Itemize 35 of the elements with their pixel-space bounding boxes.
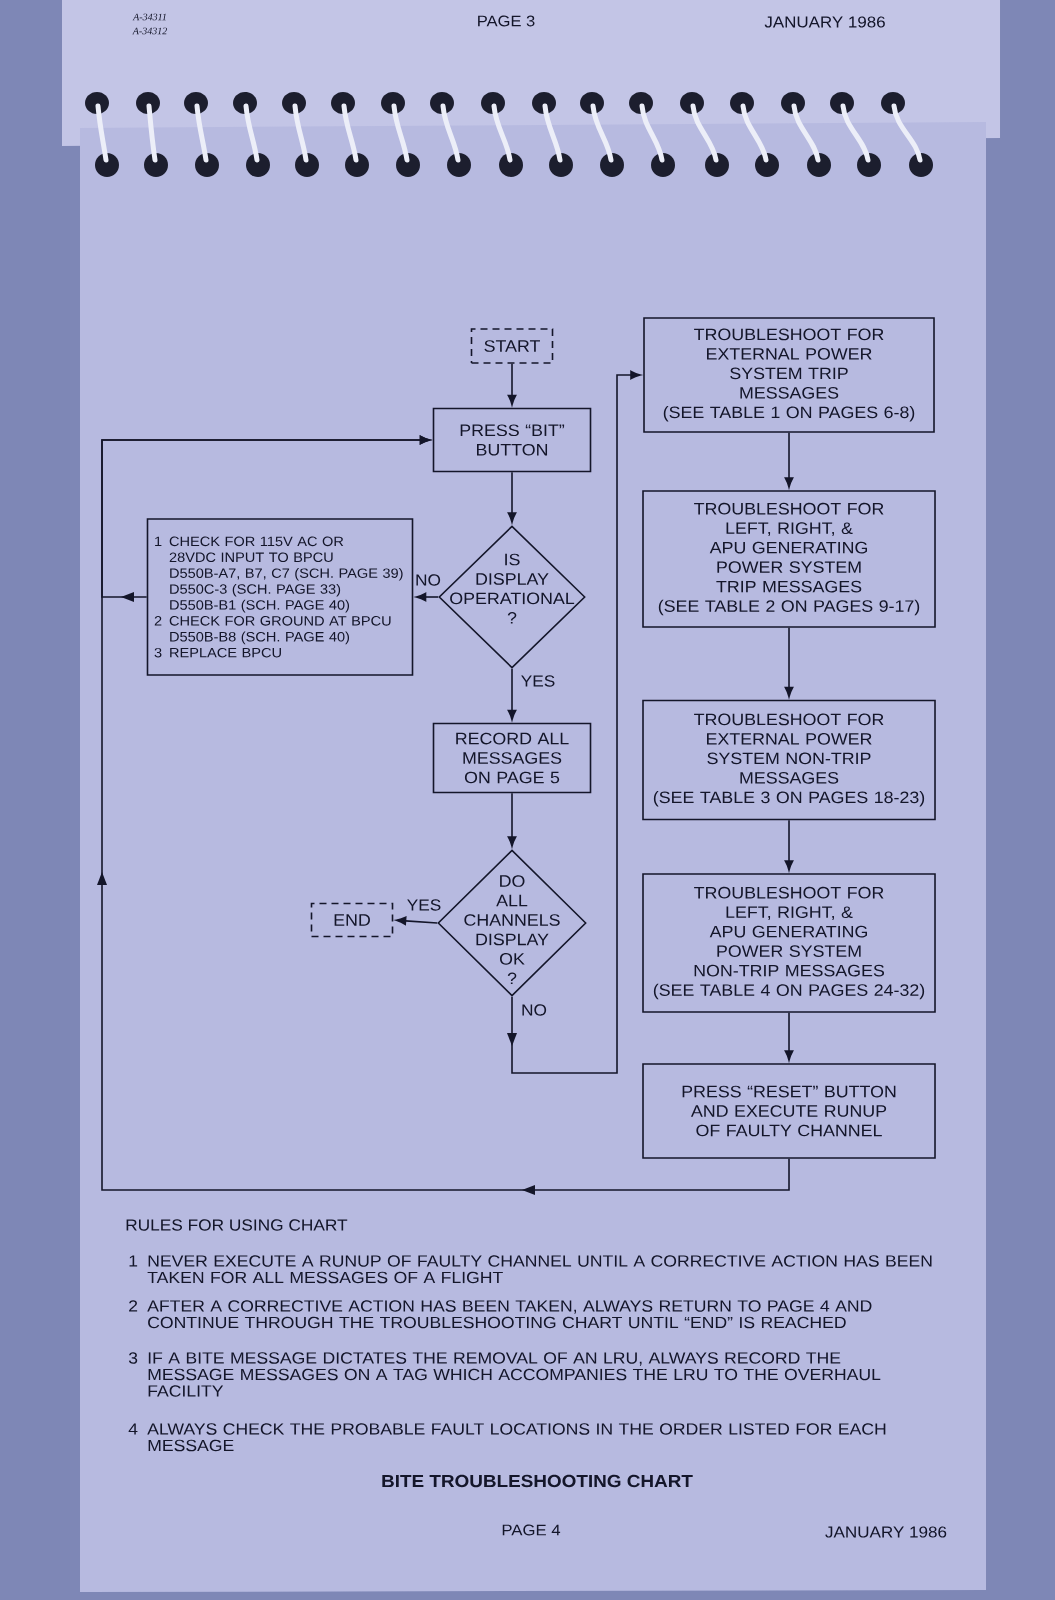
process-box: TROUBLESHOOT FOR LEFT, RIGHT, & APU GENERATING POWER SYSTEM NON-TRIP MESSAGES (SEE TABLE 4 ON PAGES 24-32) [642,873,936,1013]
arrow [507,370,641,1074]
arrow [507,363,517,406]
rule-text: 1 NEVER EXECUTE A RUNUP OF FAULTY CHANNEL UNTIL A CORRECTIVE ACTION HAS BEEN TAKEN FOR ALL MESSAGES OF A FLIGHT [129,1255,932,1284]
page-number: PAGE 3 [478,15,535,27]
date: JANUARY 1986 [764,16,885,28]
arrow [507,471,517,523]
end-terminal: END [310,902,394,938]
arrow [507,668,517,721]
rule-text: 2 AFTER A CORRECTIVE ACTION HAS BEEN TAKEN, ALWAYS RETURN TO PAGE 4 AND CONTINUE THROUGH THE TROUBLESHOOTING CHART UNTIL “END” IS REACHED [129,1300,872,1329]
arrow [784,432,794,488]
rule-text: 4 ALWAYS CHECK THE PROBABLE FAULT LOCATIONS IN THE ORDER LISTED FOR EACH MESSAGE [128,1423,886,1452]
arrow [395,916,438,926]
checklist-box: 1 CHECK FOR 115V AC OR 28VDC INPUT TO BPCU D550B-A7, B7, C7 (SCH. PAGE 39) D550C-3 (SCH. PAGE 33) D550B-B1 (SCH. PAGE 40) 2 CHECK FOR GROUND AT BPCU D550B-B8 (SCH. PAGE 40) 3 REPLACE BPCU [146,518,414,676]
process-box: PRESS “BIT” BUTTON [432,407,592,473]
date: JANUARY 1986 [825,1526,947,1538]
arrow [784,1012,794,1061]
arrow [784,819,794,871]
edge-label: YES [519,674,557,688]
arrow [415,592,439,602]
start-terminal: START [470,328,554,364]
process-box: RECORD ALL MESSAGES ON PAGE 5 [432,722,592,794]
rule-text: 3 IF A BITE MESSAGE DICTATES THE REMOVAL OF AN LRU, ALWAYS RECORD THE MESSAGE MESSAGES ON A TAG WHICH ACCOMPANIES THE LRU TO THE OVERHAUL FACILITY [128,1352,881,1397]
chart-title: BITE TROUBLESHOOTING CHART [382,1474,693,1488]
part-number: A-34312 [132,27,167,35]
process-box: PRESS “RESET” BUTTON AND EXECUTE RUNUP OF FAULTY CHANNEL [642,1063,936,1159]
part-number: A-34311 [132,13,166,21]
page-number: PAGE 4 [502,1524,561,1536]
rules-heading: RULES FOR USING CHART [126,1219,348,1231]
arrow [507,792,517,847]
process-box: TROUBLESHOOT FOR EXTERNAL POWER SYSTEM TRIP MESSAGES (SEE TABLE 1 ON PAGES 6-8) [643,317,935,433]
process-box: TROUBLESHOOT FOR EXTERNAL POWER SYSTEM NON-TRIP MESSAGES (SEE TABLE 3 ON PAGES 18-23) [642,699,936,821]
edge-label: NO [520,1003,548,1017]
arrow [784,627,794,698]
process-box: TROUBLESHOOT FOR LEFT, RIGHT, & APU GENERATING POWER SYSTEM TRIP MESSAGES (SEE TABLE 2 ON PAGES 9-17) [642,490,936,628]
